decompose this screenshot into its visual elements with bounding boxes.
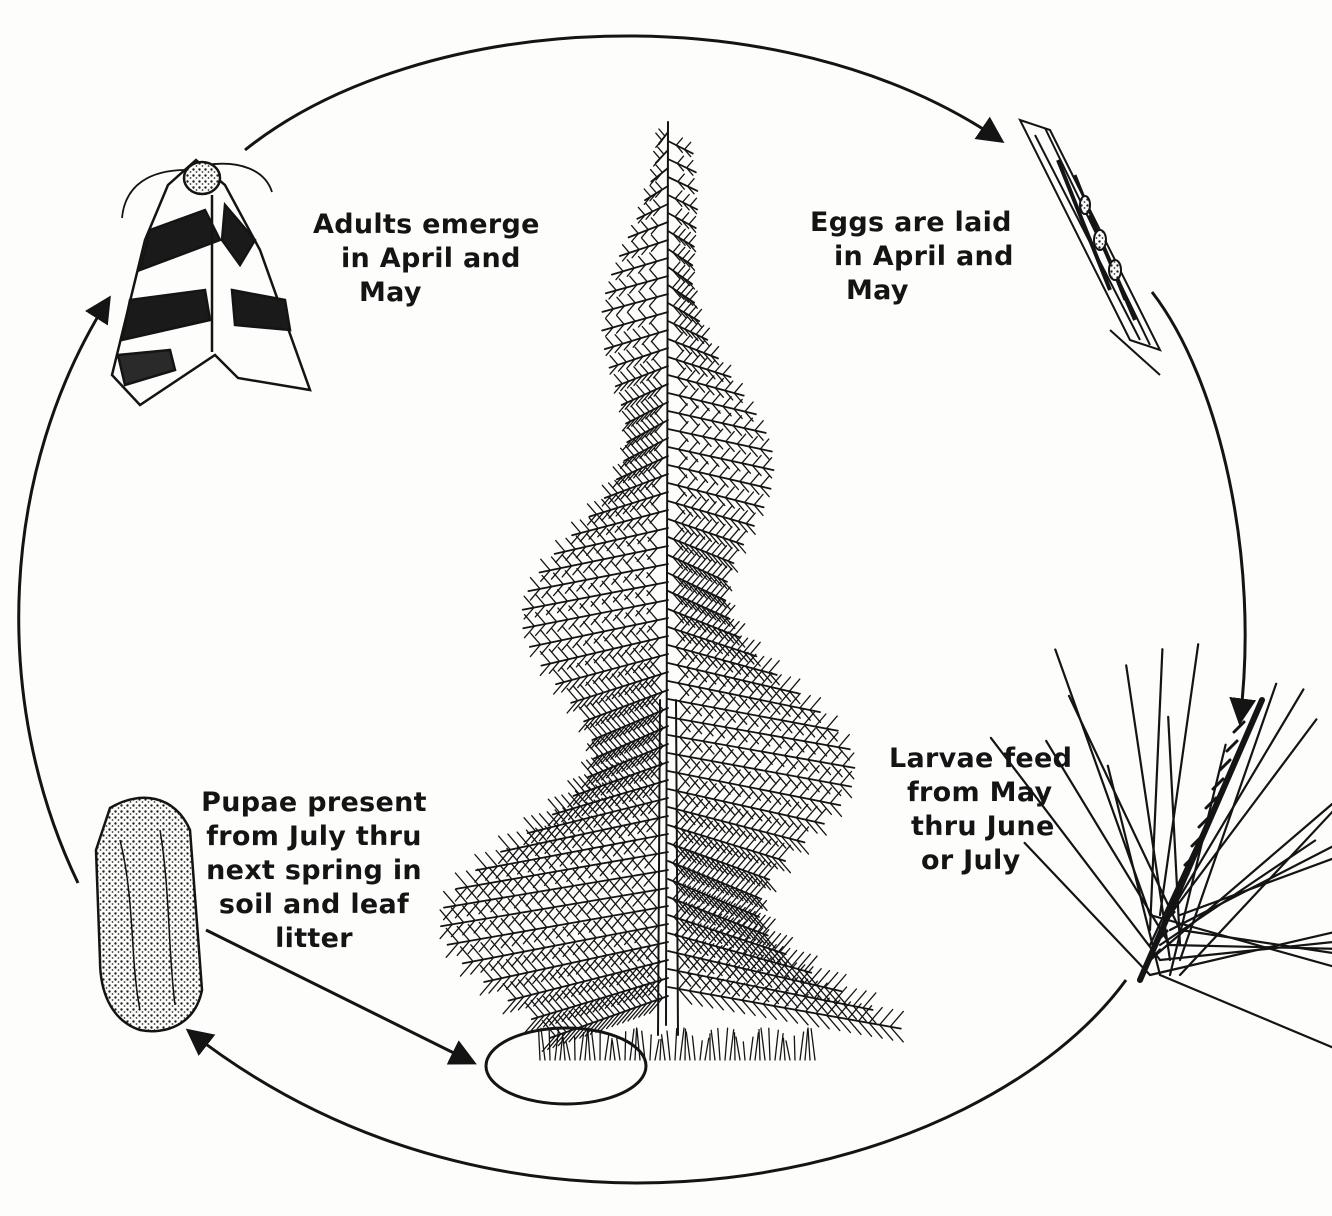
eggs-stage-label: Eggs are laid in April and May: [810, 206, 1014, 308]
larvae-line-3: thru June: [889, 810, 1072, 844]
larvae-line-4: or July: [889, 844, 1072, 878]
eggs-line-3: May: [810, 274, 1014, 308]
pupae-line-1: Pupae present: [196, 786, 432, 820]
moth-illustration: [112, 160, 310, 405]
pine-needle-eggs-illustration: [1020, 120, 1160, 375]
eggs-line-1: Eggs are laid: [810, 206, 1014, 240]
eggs-line-2: in April and: [810, 240, 1014, 274]
pupae-line-3: next spring in: [196, 854, 432, 888]
pupae-line-4: soil and leaf: [196, 888, 432, 922]
adults-line-3: May: [313, 276, 540, 310]
adults-line-2: in April and: [313, 242, 540, 276]
arrow-egg-to-larva: [1152, 292, 1245, 720]
pupae-line-5: litter: [196, 922, 432, 956]
pupae-stage-label: Pupae present from July thru next spring…: [196, 786, 432, 956]
pupae-line-2: from July thru: [196, 820, 432, 854]
larvae-line-1: Larvae feed: [889, 742, 1072, 776]
larvae-stage-label: Larvae feed from May thru June or July: [889, 742, 1072, 878]
adults-stage-label: Adults emerge in April and May: [313, 208, 540, 310]
larvae-line-2: from May: [889, 776, 1072, 810]
cocoon-illustration: [96, 798, 202, 1031]
soil-litter-ellipse: [486, 1028, 646, 1104]
arrow-adult-to-egg: [245, 36, 1000, 150]
arrow-pupa-to-adult: [19, 300, 108, 883]
adults-line-1: Adults emerge: [313, 208, 540, 242]
